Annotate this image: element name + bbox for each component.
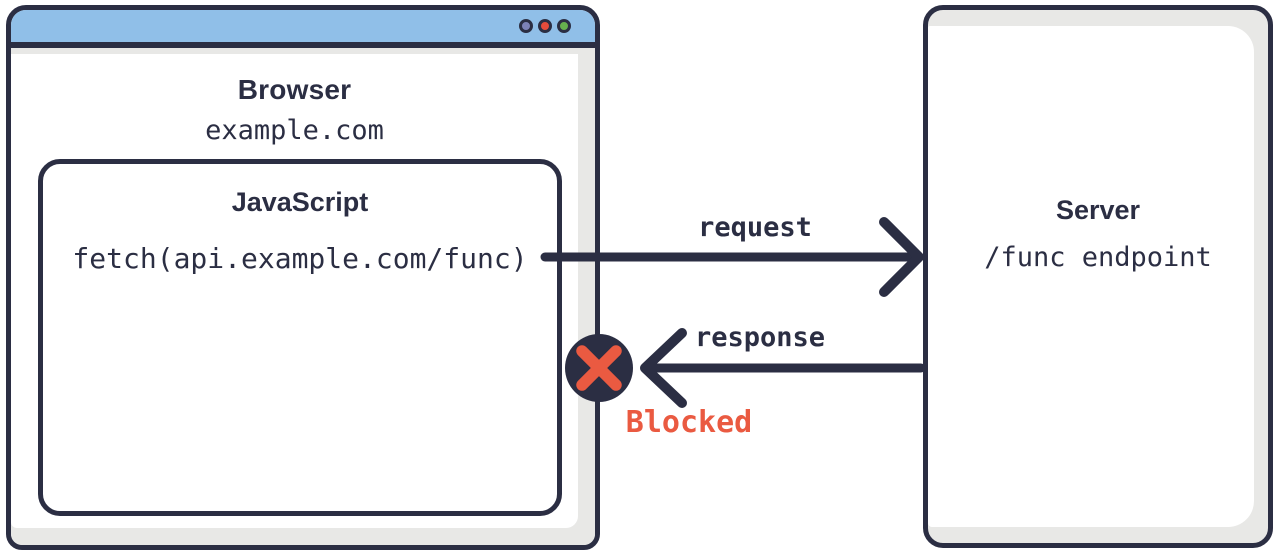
browser-heading: Browser example.com: [11, 74, 578, 146]
server-content-panel: [928, 26, 1254, 527]
javascript-box-title: JavaScript: [231, 187, 369, 217]
window-dot-red-icon: [538, 19, 552, 33]
browser-url: example.com: [205, 115, 384, 146]
browser-titlebar: [11, 10, 595, 48]
request-label: request: [698, 212, 812, 243]
fetch-code: fetch(api.example.com/func): [72, 242, 528, 275]
browser-title: Browser: [237, 74, 352, 105]
window-dot-purple-icon: [519, 19, 533, 33]
response-arrowhead-icon: [640, 328, 687, 408]
request-arrowhead-icon: [879, 217, 924, 297]
server-heading: Server /func endpoint: [928, 195, 1268, 273]
server-box: Server /func endpoint: [923, 5, 1273, 548]
server-title: Server: [1055, 195, 1141, 225]
javascript-box: JavaScript fetch(api.example.com/func): [38, 159, 562, 516]
blocked-label: Blocked: [625, 405, 753, 440]
window-dot-green-icon: [557, 19, 571, 33]
server-endpoint: /func endpoint: [984, 242, 1212, 273]
response-label: response: [694, 322, 826, 353]
